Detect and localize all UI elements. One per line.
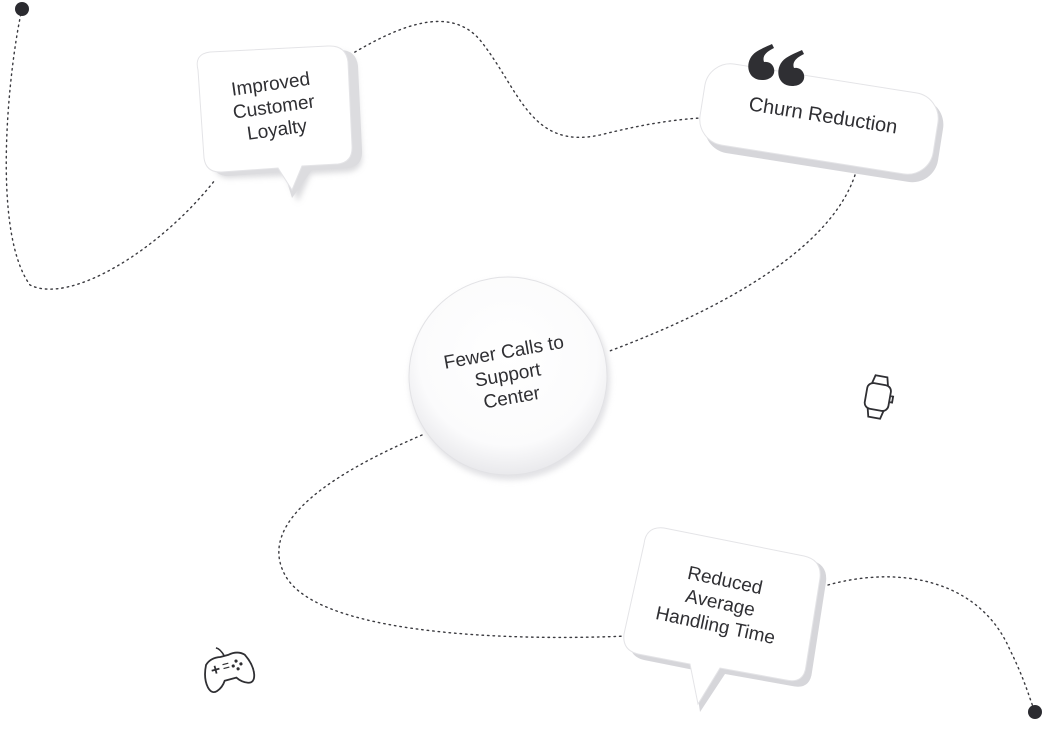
smartwatch-icon <box>863 374 895 420</box>
calls-circle <box>408 276 610 480</box>
connector-path <box>5 8 1036 713</box>
quote-icon <box>748 44 805 86</box>
start-dot <box>15 2 29 16</box>
aht-bubble <box>623 527 827 712</box>
churn-bubble <box>699 63 944 183</box>
gamepad-icon <box>204 647 256 694</box>
loyalty-bubble <box>196 45 363 202</box>
end-dot <box>1028 705 1042 719</box>
